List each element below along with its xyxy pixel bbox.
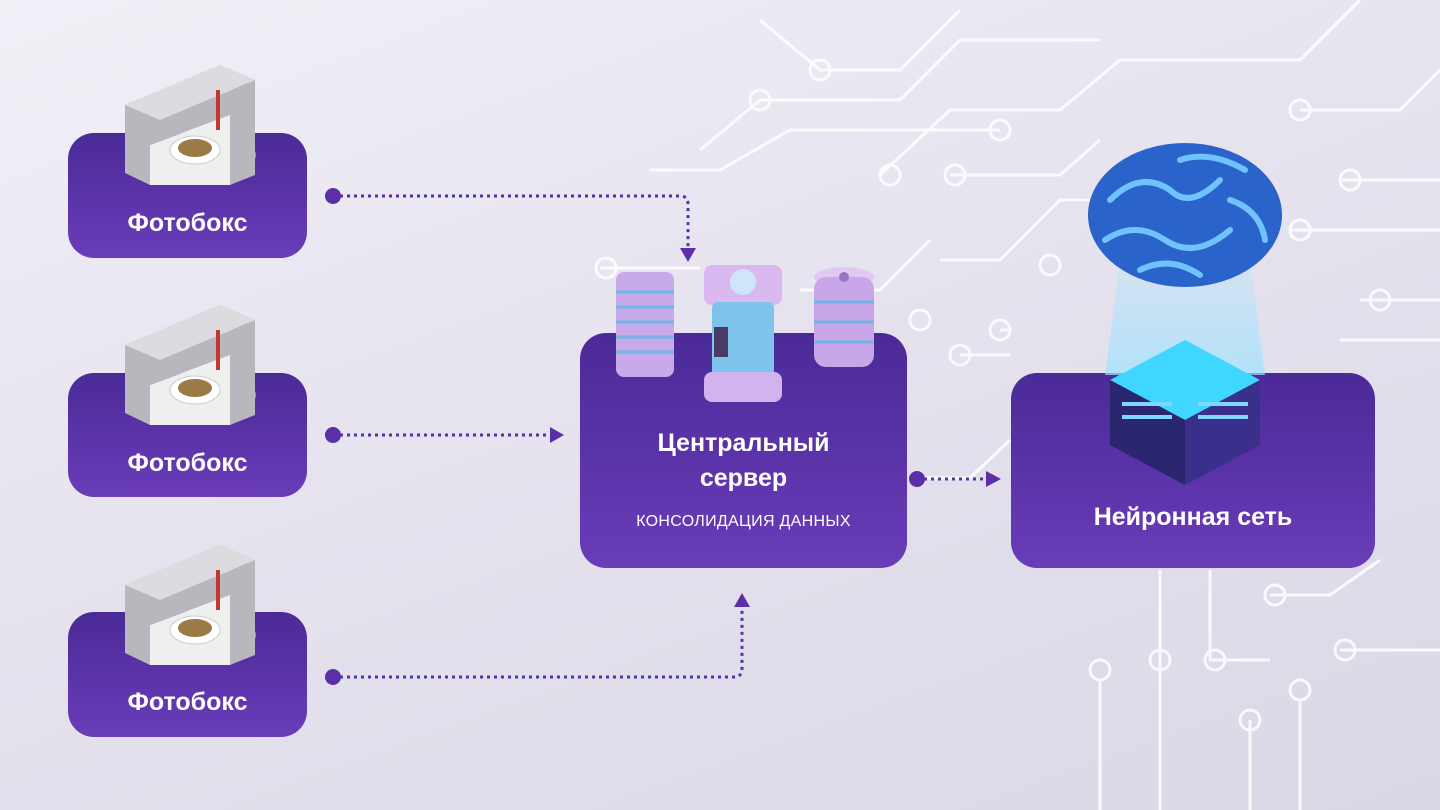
connector-photobox-1 <box>340 194 690 248</box>
server-rack-icon <box>616 265 874 402</box>
brain-chip-icon <box>1088 143 1282 485</box>
photobox-label: Фотобокс <box>127 688 248 716</box>
photobox-label: Фотобокс <box>127 449 248 477</box>
photobox-icon <box>125 545 256 665</box>
arrow-up-icon <box>734 593 750 607</box>
arrow-down-icon <box>680 248 696 262</box>
photobox-icon <box>125 305 256 425</box>
arrow-right-icon <box>550 427 564 443</box>
photobox-label: Фотобокс <box>127 209 248 237</box>
server-subtitle: КОНСОЛИДАЦИЯ ДАННЫХ <box>636 513 851 530</box>
arrow-right-icon <box>986 471 1001 487</box>
server-title-line2: сервер <box>699 464 788 492</box>
server-title-line1: Центральный <box>657 429 830 457</box>
connector-photobox-3 <box>340 605 744 679</box>
photobox-icon <box>125 65 256 185</box>
neural-network-title: Нейронная сеть <box>1093 503 1293 531</box>
brain-icon <box>1088 143 1282 287</box>
